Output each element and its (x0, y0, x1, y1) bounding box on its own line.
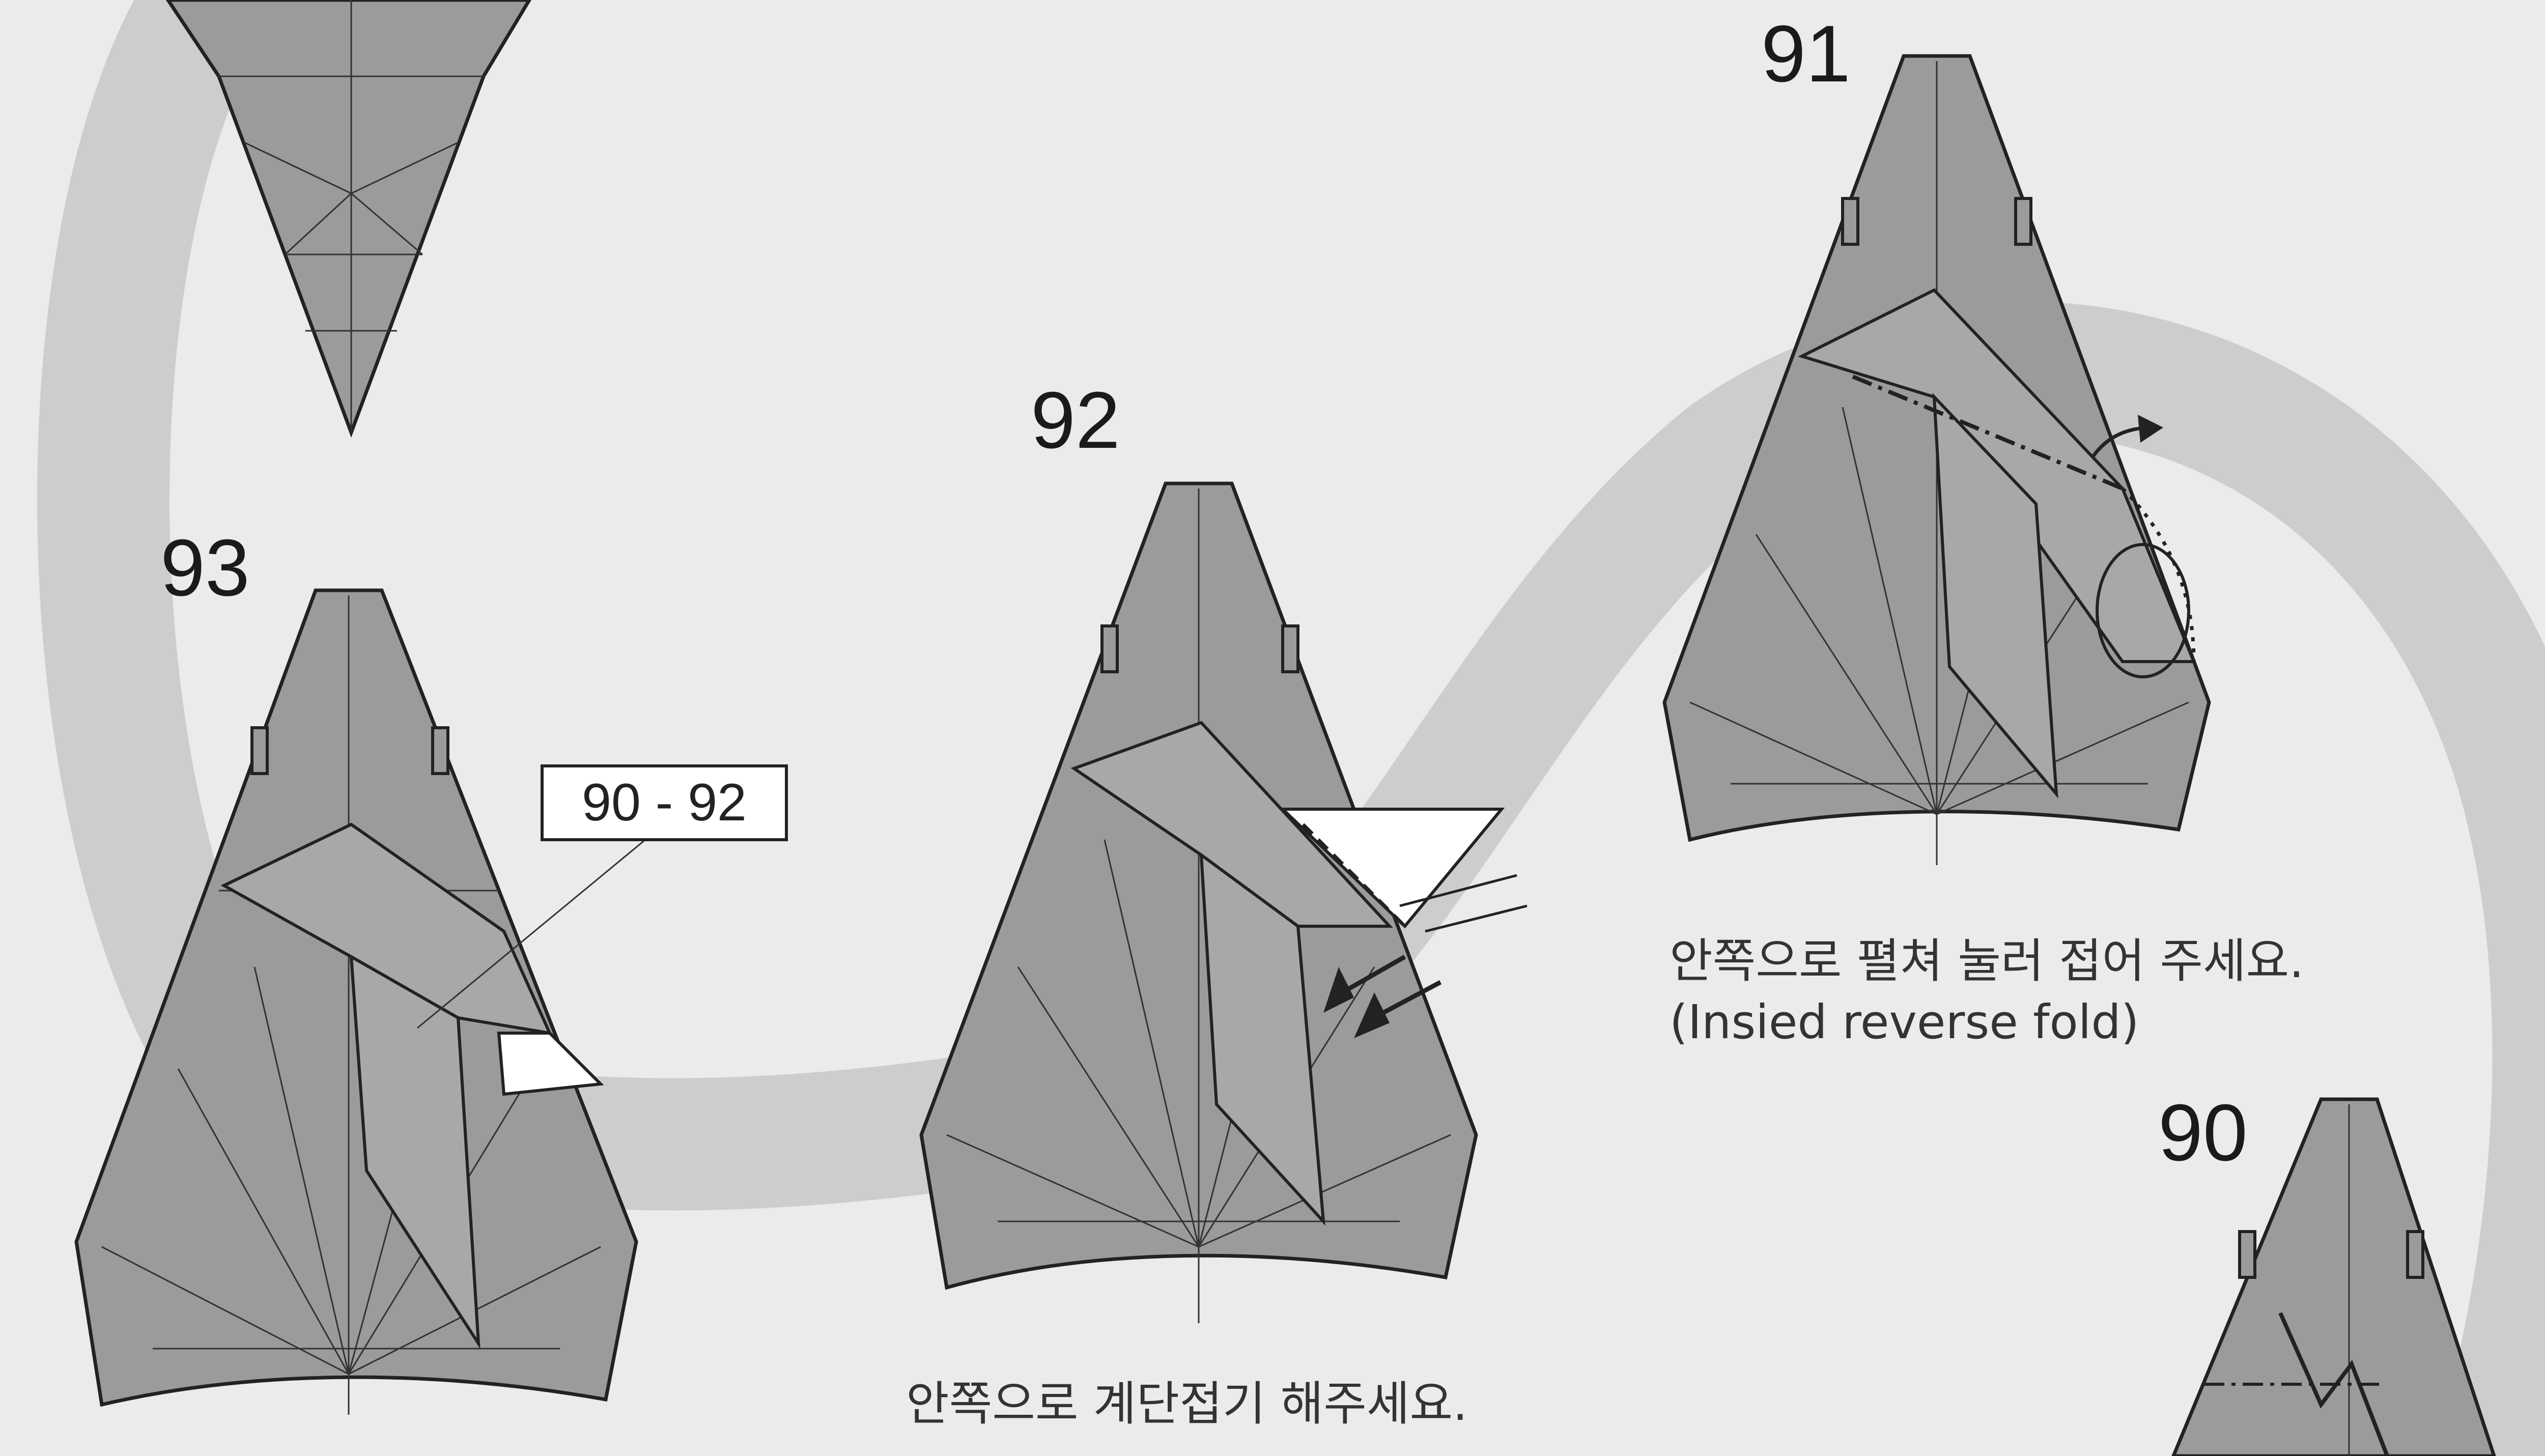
repeat-note-label: 90 - 92 (582, 773, 747, 832)
repeat-note: 90 - 92 (542, 766, 786, 840)
step-94-partial-figure (168, 0, 529, 433)
step-91-caption: 안쪽으로 펼쳐 눌러 접어 주세요. (1670, 934, 2304, 988)
step-92-caption: 안쪽으로 계단접기 해주세요. (906, 1377, 1467, 1431)
step-93-number: 93 (160, 523, 250, 613)
step-91-caption-en: (Insied reverse fold) (1670, 995, 2139, 1049)
step-90-number: 90 (2158, 1088, 2248, 1178)
step-91-number: 91 (1761, 9, 1851, 99)
step-92-number: 92 (1031, 376, 1120, 465)
